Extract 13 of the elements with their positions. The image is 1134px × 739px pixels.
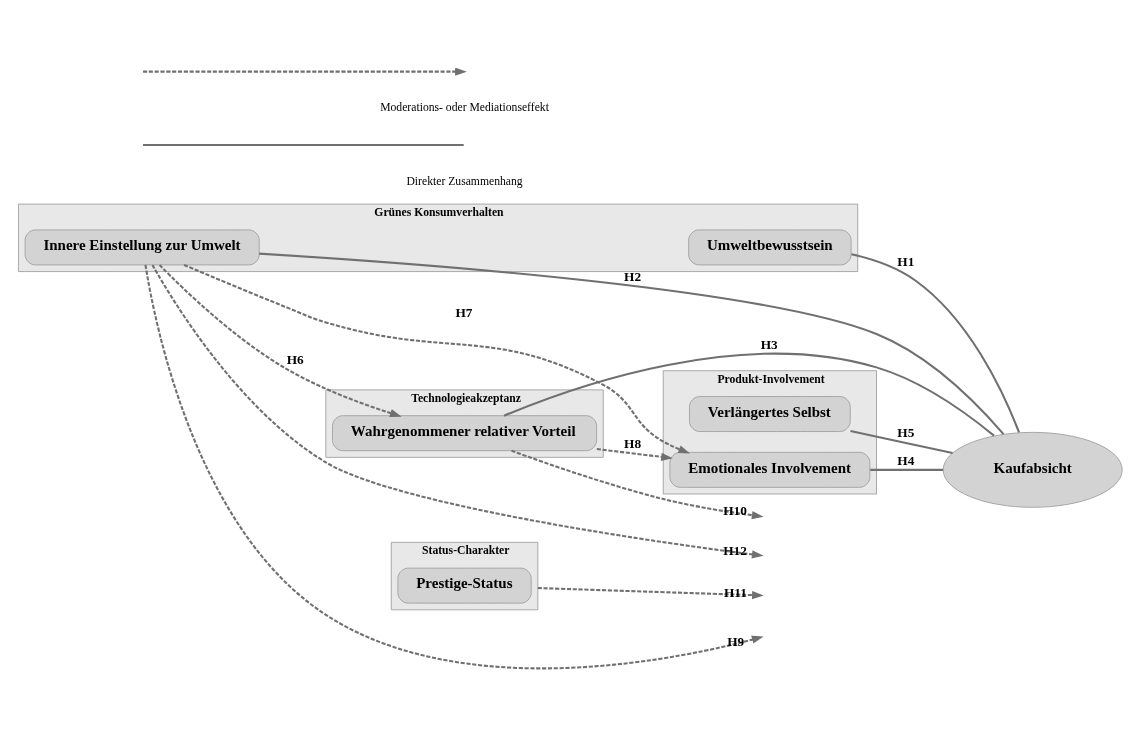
edge-label: H12 bbox=[723, 542, 747, 558]
edge-label: H4 bbox=[897, 452, 915, 468]
legend-label: Moderations- oder Mediationseffekt bbox=[380, 100, 549, 114]
edge-label: H10 bbox=[723, 502, 747, 518]
edge-label: H1 bbox=[897, 253, 915, 269]
edge-label: H8 bbox=[624, 435, 642, 451]
edge-label: H6 bbox=[286, 351, 304, 367]
edge-label: H11 bbox=[723, 584, 747, 600]
edge-label: H3 bbox=[760, 336, 778, 352]
edge-label: H9 bbox=[727, 633, 745, 649]
legend-label: Direkter Zusammenhang bbox=[406, 174, 523, 188]
edge-label: H5 bbox=[897, 424, 915, 440]
edge-label: H7 bbox=[455, 304, 473, 320]
